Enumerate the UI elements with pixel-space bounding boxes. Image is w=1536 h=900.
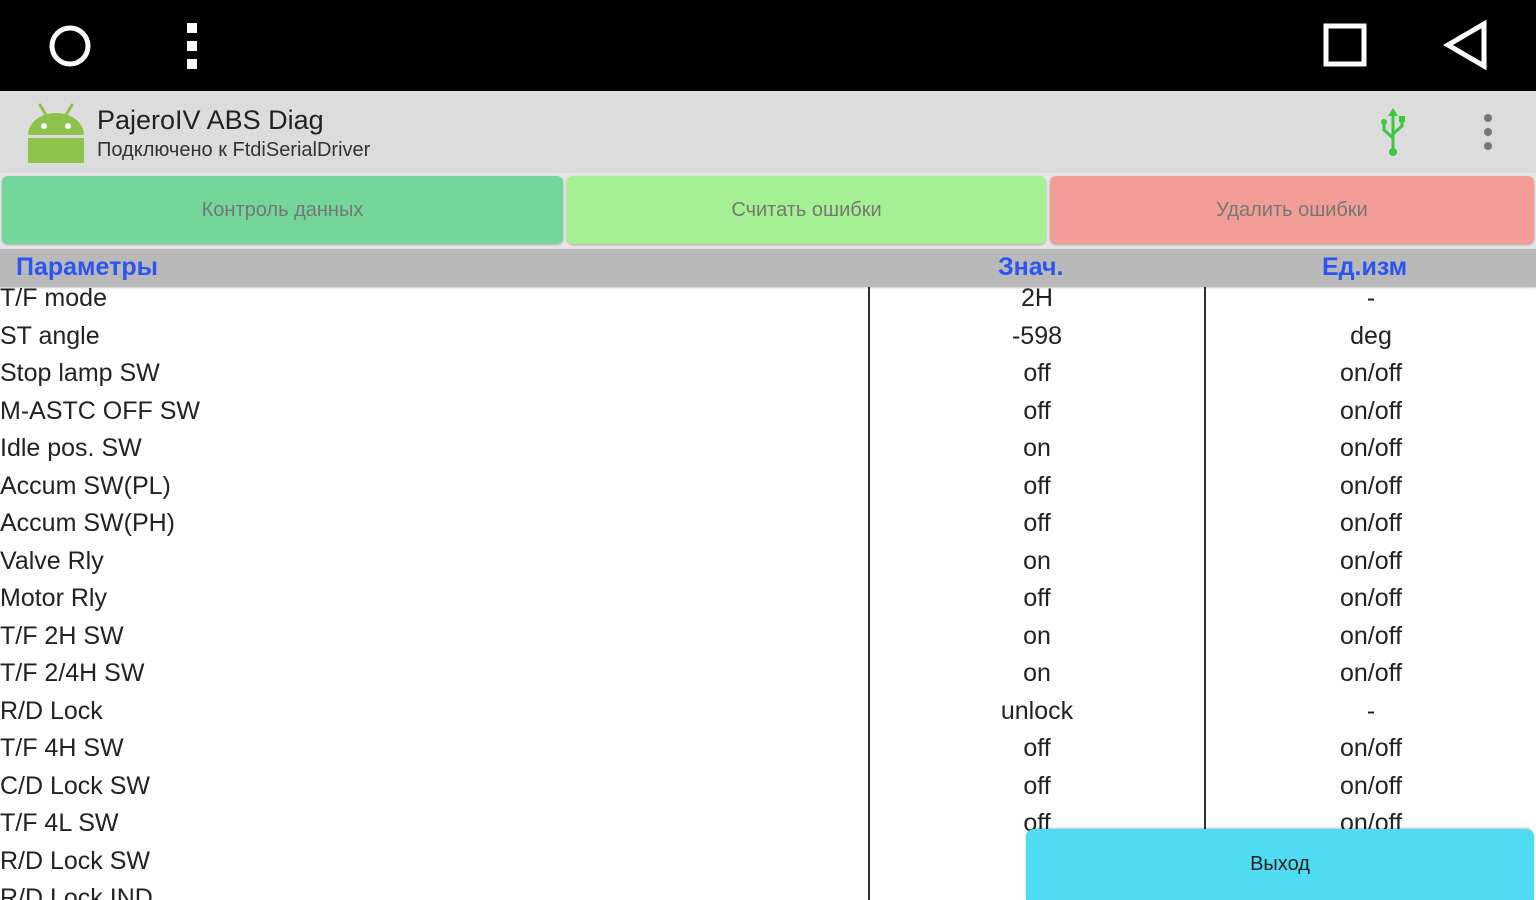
param-unit: on/off	[1339, 734, 1403, 762]
recents-square-icon[interactable]	[1320, 20, 1370, 70]
action-bar	[0, 91, 1536, 173]
param-name: Stop lamp SW	[0, 359, 160, 387]
param-name: Idle pos. SW	[0, 434, 142, 462]
table-row: R/D Lock IND	[0, 880, 1536, 900]
tab-read-errors[interactable]: Считать ошибки	[567, 176, 1046, 244]
param-name: R/D Lock	[0, 696, 103, 725]
param-value: on	[1023, 546, 1051, 575]
param-value: off	[1023, 396, 1051, 425]
param-value: off	[1023, 471, 1051, 500]
param-name: ST angle	[0, 321, 100, 350]
param-name: Accum SW(PH)	[0, 509, 175, 537]
param-value: on	[1023, 621, 1051, 650]
table-row: Valve Rly on on/off	[0, 543, 1536, 581]
table-row: Accum SW(PL) off on/off	[0, 468, 1536, 506]
table-row: T/F mode 2H -	[0, 287, 1536, 318]
param-name: Valve Rly	[0, 546, 104, 575]
table-row: T/F 2H SW on on/off	[0, 618, 1536, 656]
param-value: unlock	[1000, 696, 1074, 725]
header-value: Знач.	[998, 253, 1064, 281]
param-unit: on/off	[1339, 546, 1403, 575]
header-unit: Ед.изм	[1322, 253, 1408, 281]
app-title: PajeroIV ABS Diag	[97, 105, 324, 135]
param-name: M-ASTC OFF SW	[0, 396, 200, 425]
param-name: T/F 2H SW	[0, 621, 124, 650]
connection-status: Подключено к FtdiSerialDriver	[97, 139, 371, 161]
param-unit: on/off	[1339, 396, 1403, 425]
param-unit: on/off	[1339, 471, 1403, 500]
param-unit: on/off	[1339, 584, 1403, 612]
param-unit: -	[1366, 696, 1376, 725]
param-name: C/D Lock SW	[0, 771, 151, 800]
table-row: T/F 4H SW off on/off	[0, 730, 1536, 768]
exit-button[interactable]: Выход	[1026, 829, 1534, 900]
table-row: T/F 2/4H SW on on/off	[0, 655, 1536, 693]
table-row: M-ASTC OFF SW off on/off	[0, 393, 1536, 431]
system-bar	[0, 0, 1536, 91]
param-value: off	[1023, 734, 1051, 762]
table-header	[0, 249, 1536, 287]
param-unit: on/off	[1339, 659, 1403, 687]
param-value: off	[1023, 584, 1051, 612]
param-name: Motor Rly	[0, 584, 107, 612]
tab-delete-errors[interactable]: Удалить ошибки	[1050, 176, 1534, 244]
table-row: Motor Rly off on/off	[0, 580, 1536, 618]
table-row: Accum SW(PH) off on/off	[0, 505, 1536, 543]
param-value: off	[1023, 359, 1051, 387]
table-row: C/D Lock SW off on/off	[0, 768, 1536, 806]
android-robot-icon	[28, 103, 84, 163]
table-row: R/D Lock unlock -	[0, 693, 1536, 731]
param-unit: on/off	[1339, 771, 1403, 800]
usb-icon	[1381, 108, 1405, 156]
tab-data-monitor[interactable]: Контроль данных	[2, 176, 563, 244]
param-unit: on/off	[1339, 509, 1403, 537]
column-divider	[868, 287, 870, 900]
table-row: ST angle -598 deg	[0, 318, 1536, 356]
table-row: Stop lamp SW off on/off	[0, 355, 1536, 393]
param-unit: -	[1366, 287, 1376, 312]
back-triangle-icon[interactable]	[1440, 18, 1492, 72]
menu-dots-icon[interactable]	[180, 20, 204, 72]
param-unit: on/off	[1339, 621, 1403, 650]
param-value: off	[1023, 509, 1051, 537]
param-name: R/D Lock IND	[0, 884, 153, 900]
param-name: T/F mode	[0, 287, 107, 312]
table-row: Idle pos. SW on on/off	[0, 430, 1536, 468]
overflow-menu-icon[interactable]	[1478, 112, 1498, 154]
param-name: T/F 4H SW	[0, 734, 124, 762]
home-circle-icon[interactable]	[46, 22, 94, 70]
param-value: 2H	[1021, 287, 1053, 312]
param-value: off	[1023, 771, 1051, 800]
param-unit: deg	[1350, 321, 1392, 350]
param-name: Accum SW(PL)	[0, 471, 171, 500]
param-unit: on/off	[1339, 434, 1403, 462]
param-value: on	[1023, 434, 1051, 462]
param-name: R/D Lock SW	[0, 846, 151, 875]
column-divider	[1204, 287, 1206, 900]
param-name: T/F 4L SW	[0, 809, 119, 837]
header-parameters: Параметры	[16, 253, 158, 281]
param-value: -598	[1011, 321, 1063, 350]
param-name: T/F 2/4H SW	[0, 659, 145, 687]
param-unit: on/off	[1339, 359, 1403, 387]
param-value: on	[1023, 659, 1051, 687]
